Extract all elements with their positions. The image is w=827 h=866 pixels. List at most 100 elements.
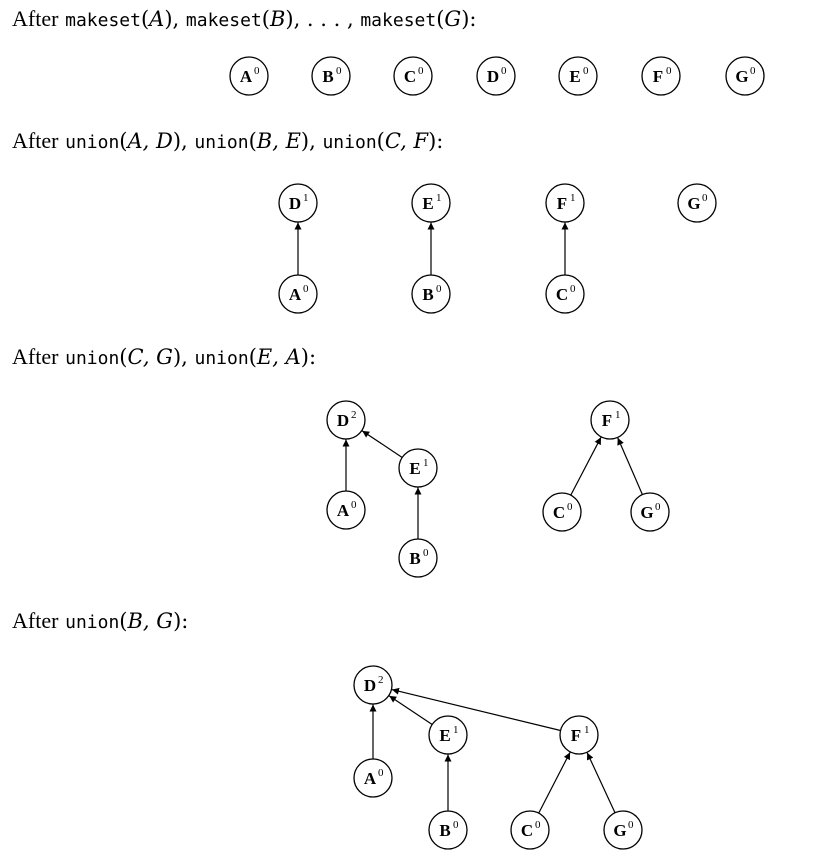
node-circle [326, 490, 366, 530]
node-circle [229, 56, 269, 96]
node-circle [590, 400, 630, 440]
caption-text: ( [376, 129, 385, 153]
edge-f-to-d [391, 687, 561, 732]
node-label: A [337, 501, 350, 520]
node-rank: 1 [303, 192, 309, 204]
node-circle [677, 183, 717, 223]
node-rank: 0 [570, 283, 576, 295]
node-label: E [409, 459, 420, 478]
node-rank: 0 [336, 65, 342, 77]
caption-operation: union [194, 348, 249, 369]
caption-operation: union [65, 132, 120, 153]
caption-text: B, E [256, 129, 301, 153]
node-label: A [240, 67, 253, 86]
caption-text: ): [173, 609, 189, 633]
node-label: G [687, 194, 700, 213]
node-label: G [735, 67, 748, 86]
node-circle [558, 56, 598, 96]
node-circle [476, 56, 516, 96]
node-rank: 0 [501, 65, 507, 77]
node-label: F [653, 67, 663, 86]
caption-text: ), [300, 129, 323, 153]
caption-text: C, G [127, 345, 173, 369]
caption-text: E, A [256, 345, 301, 369]
node-rank: 0 [436, 283, 442, 295]
node-label: A [364, 769, 377, 788]
node-label: F [557, 194, 567, 213]
node-circle [393, 56, 433, 96]
edge-c-to-f [570, 437, 602, 496]
node-label: E [439, 726, 450, 745]
caption-text: ( [119, 129, 128, 153]
caption-operation: makeset [65, 10, 141, 31]
node-label: B [422, 285, 433, 304]
caption-stage-1: After makeset(A), makeset(B), . . . , ma… [12, 6, 476, 32]
caption-text: ( [119, 609, 128, 633]
node-circle [428, 810, 468, 850]
node-rank: 1 [453, 724, 459, 736]
node-rank: 0 [254, 65, 260, 77]
node-rank: 0 [655, 501, 661, 513]
caption-text: ( [119, 345, 128, 369]
node-rank: 0 [453, 819, 459, 831]
node-rank: 0 [418, 65, 424, 77]
caption-operation: makeset [360, 10, 437, 31]
caption-after-word: After [12, 6, 59, 31]
node-label: E [422, 194, 433, 213]
node-rank: 0 [702, 192, 708, 204]
caption-text: C, F [384, 129, 429, 153]
node-rank: 0 [583, 65, 589, 77]
node-circle [411, 183, 451, 223]
node-circle [411, 274, 451, 314]
node-label: B [322, 67, 333, 86]
node-label: A [289, 285, 302, 304]
node-rank: 0 [303, 283, 309, 295]
caption-text: B [269, 7, 286, 31]
node-label: D [289, 194, 301, 213]
node-rank: 0 [567, 501, 573, 513]
node-rank: 0 [423, 547, 429, 559]
node-label: E [569, 67, 580, 86]
node-rank: 1 [615, 409, 621, 421]
node-rank: 0 [666, 65, 672, 77]
node-circle [398, 448, 438, 488]
node-label: G [613, 821, 626, 840]
node-circle [542, 492, 582, 532]
node-label: B [439, 821, 450, 840]
edge-e-to-d [361, 430, 403, 458]
node-rank: 2 [378, 674, 384, 686]
caption-after-word: After [12, 608, 59, 633]
node-label: B [409, 549, 420, 568]
node-circle [353, 758, 393, 798]
node-circle [510, 810, 550, 850]
caption-text: ( [248, 345, 257, 369]
caption-text: ( [248, 129, 257, 153]
node-rank: 2 [351, 409, 357, 421]
node-circle [559, 715, 599, 755]
caption-stage-3: After union(C, G), union(E, A): [12, 344, 316, 370]
caption-text: ), [164, 7, 186, 31]
caption-operation: union [65, 348, 120, 369]
node-label: G [640, 503, 653, 522]
node-label: C [553, 503, 565, 522]
caption-after-word: After [12, 128, 59, 153]
edge-c-to-f [538, 752, 571, 814]
node-rank: 1 [584, 724, 590, 736]
node-label: D [337, 411, 349, 430]
caption-operation: union [322, 132, 377, 153]
edge-g-to-f [617, 437, 643, 495]
